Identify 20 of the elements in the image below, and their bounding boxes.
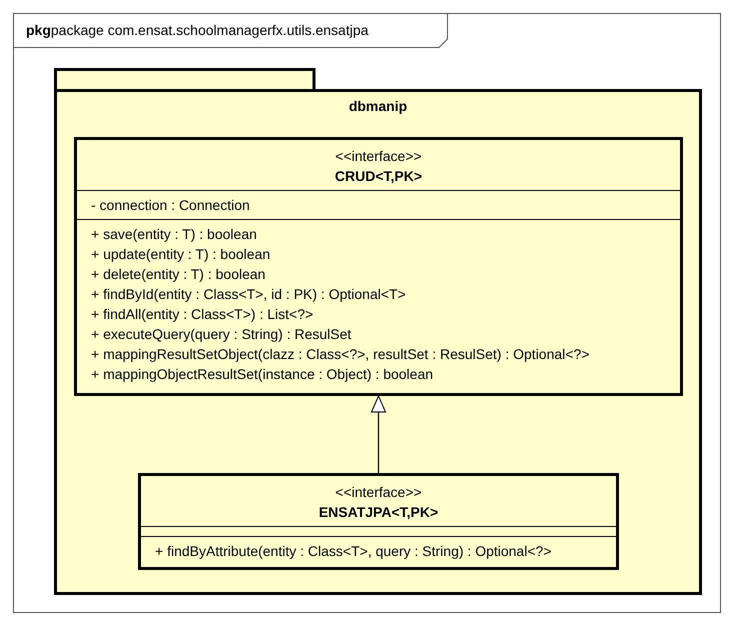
class-name: CRUD<T,PK> bbox=[334, 167, 422, 186]
stereotype-label: <<interface>> bbox=[335, 147, 422, 166]
interface-box bbox=[138, 473, 619, 570]
interface-box bbox=[74, 137, 683, 396]
package-name: dbmanip bbox=[348, 98, 408, 114]
method-text: + mappingResultSetObject(clazz : Class<?>, resultSet : ResulSet) : Optional<?> bbox=[91, 345, 590, 364]
frame-title: pkgpackage com.ensat.schoolmanagerfx.utils.ensatjpa bbox=[26, 22, 368, 38]
package-frame bbox=[13, 13, 721, 613]
stereotype-label: <<interface>> bbox=[335, 483, 422, 502]
method-text: + findByAttribute(entity : Class<T>, query : String) : Optional<?> bbox=[155, 542, 552, 561]
generalization-arrow bbox=[371, 396, 386, 473]
method-text: + delete(entity : T) : boolean bbox=[91, 265, 266, 284]
attribute-text: - connection : Connection bbox=[91, 196, 250, 215]
method-text: + findAll(entity : Class<T>) : List<?> bbox=[91, 305, 314, 324]
method-text: + findById(entity : Class<T>, id : PK) : Optional<T> bbox=[91, 285, 406, 304]
method-text: + mappingObjectResultSet(instance : Object) : boolean bbox=[91, 365, 434, 384]
method-text: + save(entity : T) : boolean bbox=[91, 225, 257, 244]
method-text: + executeQuery(query : String) : ResulSet bbox=[91, 325, 352, 344]
method-text: + update(entity : T) : boolean bbox=[91, 245, 270, 264]
class-name: ENSATJPA<T,PK> bbox=[318, 503, 438, 522]
